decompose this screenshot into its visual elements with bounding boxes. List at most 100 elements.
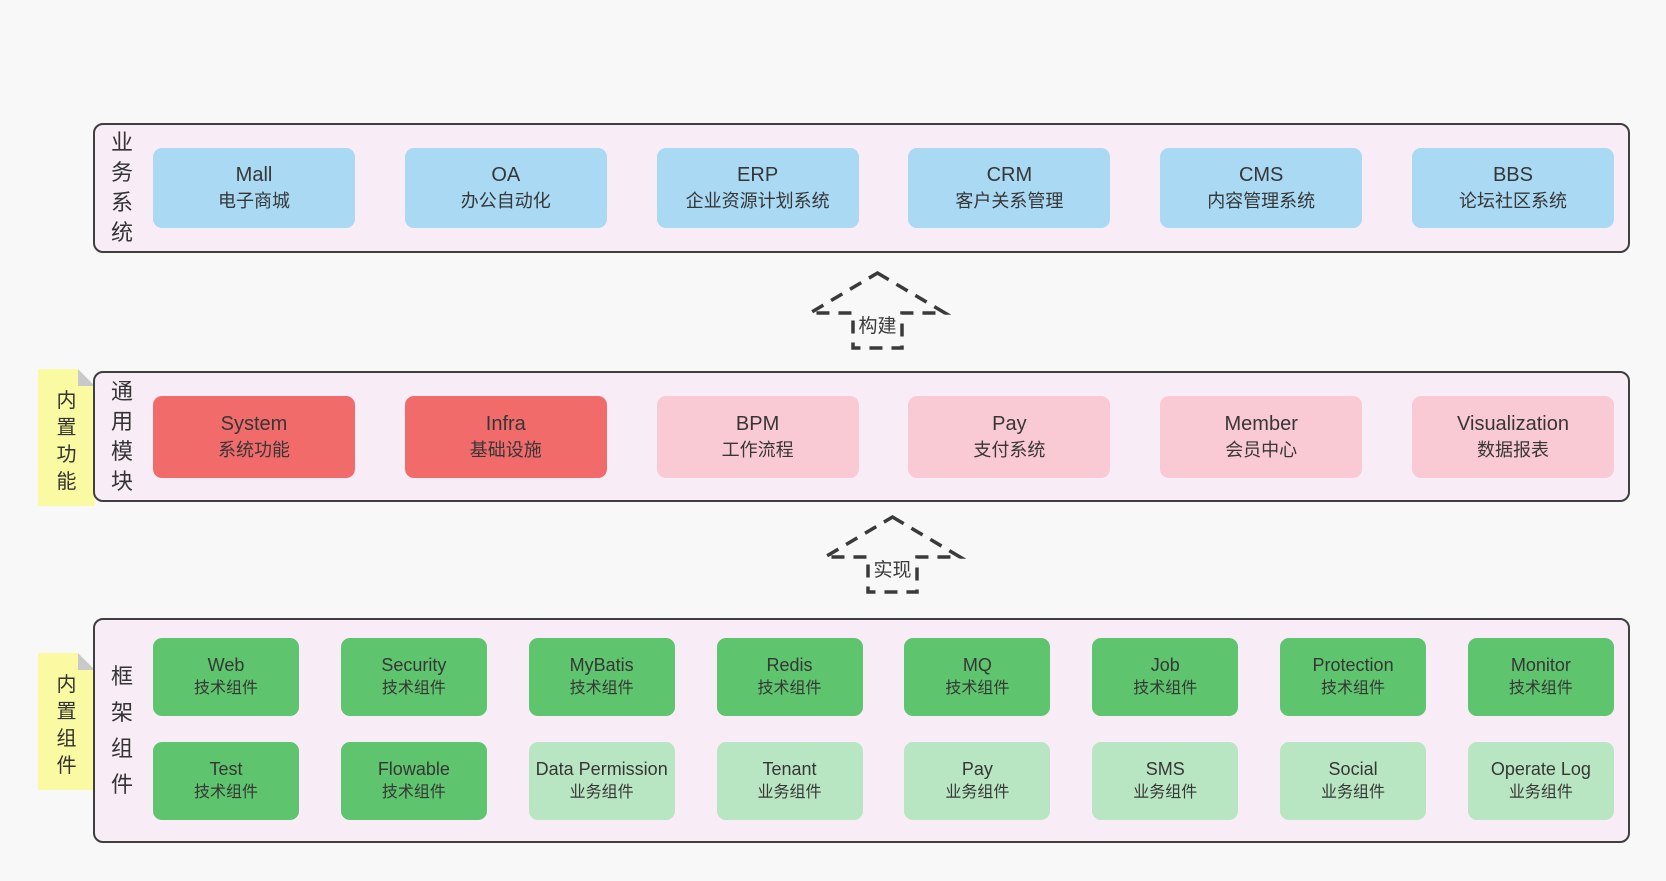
box-subtitle: 论坛社区系统 <box>1458 191 1567 212</box>
box-title: ERP <box>737 164 779 187</box>
box-subtitle: 内容管理系统 <box>1207 191 1316 212</box>
box-mybatis: MyBatis 技术组件 <box>528 638 675 716</box>
box-subtitle: 技术组件 <box>193 784 258 802</box>
box-subtitle: 技术组件 <box>757 680 822 698</box>
box-title: MQ <box>962 655 992 676</box>
box-subtitle: 企业资源计划系统 <box>685 191 830 212</box>
band-label-business-systems: 业务系统 <box>110 130 133 245</box>
box-subtitle: 业务组件 <box>1133 784 1198 802</box>
box-subtitle: 会员中心 <box>1225 439 1298 460</box>
box-crm: CRM 客户关系管理 <box>908 148 1111 228</box>
box-subtitle: 电子商城 <box>218 191 290 212</box>
box-title: Data Permission <box>535 759 668 780</box>
box-subtitle: 技术组件 <box>381 680 446 698</box>
box-security: Security 技术组件 <box>340 638 487 716</box>
box-title: BPM <box>735 412 780 435</box>
band-business-systems: 业务系统 Mall 电子商城 OA 办公自动化 ERP 企业资源计划系统 CRM 客户关系管理… <box>93 123 1630 253</box>
box-monitor: Monitor 技术组件 <box>1467 638 1614 716</box>
box-subtitle: 系统功能 <box>218 439 290 460</box>
box-social: Social 业务组件 <box>1280 742 1427 820</box>
box-visualization: Visualization 数据报表 <box>1411 395 1614 478</box>
box-title: Infra <box>485 412 526 435</box>
box-web: Web 技术组件 <box>153 638 299 716</box>
box-subtitle: 业务组件 <box>945 784 1010 802</box>
box-pay: Pay 业务组件 <box>904 742 1051 820</box>
box-title: Web <box>207 655 245 676</box>
box-title: Member <box>1224 412 1298 435</box>
box-cms: CMS 内容管理系统 <box>1160 148 1363 228</box>
box-sms: SMS 业务组件 <box>1092 742 1239 820</box>
box-test: Test 技术组件 <box>153 742 299 820</box>
box-title: Visualization <box>1457 412 1569 435</box>
box-subtitle: 业务组件 <box>1508 784 1573 802</box>
box-title: System <box>220 412 288 435</box>
sticky-note-label: 内置组件 <box>56 674 77 777</box>
box-subtitle: 业务组件 <box>1321 784 1386 802</box>
box-title: CMS <box>1238 164 1284 187</box>
box-title: Pay <box>992 412 1027 435</box>
dashed-up-arrow-icon <box>803 270 952 350</box>
box-title: Mall <box>235 164 273 187</box>
box-subtitle: 基础设施 <box>469 439 542 460</box>
box-subtitle: 工作流程 <box>721 439 794 460</box>
business-boxes-row: Mall 电子商城 OA 办公自动化 ERP 企业资源计划系统 CRM 客户关系管理 CMS 内容… <box>153 148 1614 228</box>
box-tenant: Tenant 业务组件 <box>716 742 863 820</box>
band-common-modules: 通用模块 System 系统功能 Infra 基础设施 BPM 工作流程 Pay 支付系统 Me… <box>93 371 1630 502</box>
box-mq: MQ 技术组件 <box>904 638 1051 716</box>
box-subtitle: 办公自动化 <box>460 191 551 212</box>
box-title: Pay <box>961 759 993 780</box>
box-subtitle: 支付系统 <box>973 439 1046 460</box>
box-title: MyBatis <box>569 655 634 676</box>
box-title: Test <box>209 759 243 780</box>
box-erp: ERP 企业资源计划系统 <box>656 148 859 228</box>
box-subtitle: 技术组件 <box>193 680 258 698</box>
box-job: Job 技术组件 <box>1092 638 1239 716</box>
box-operate-log: Operate Log 业务组件 <box>1467 742 1614 820</box>
box-title: Security <box>381 655 447 676</box>
box-subtitle: 技术组件 <box>1133 680 1198 698</box>
implement-arrow: 实现 <box>818 514 967 594</box>
box-bbs: BBS 论坛社区系统 <box>1411 148 1614 228</box>
sticky-note-built-in-features: 内置功能 <box>38 369 95 506</box>
box-title: Tenant <box>762 759 817 780</box>
box-redis: Redis 技术组件 <box>716 638 863 716</box>
box-subtitle: 技术组件 <box>945 680 1010 698</box>
band-label-common-modules: 通用模块 <box>110 378 133 494</box>
band-label-framework-components: 框架组件 <box>110 663 133 797</box>
box-title: Monitor <box>1510 655 1571 676</box>
build-arrow: 构建 <box>803 270 952 350</box>
box-subtitle: 数据报表 <box>1476 439 1549 460</box>
box-title: BBS <box>1492 164 1533 187</box>
dashed-up-arrow-icon <box>818 514 967 594</box>
box-subtitle: 业务组件 <box>757 784 822 802</box>
box-subtitle: 技术组件 <box>381 784 446 802</box>
sticky-note-built-in-components: 内置组件 <box>38 653 95 790</box>
build-arrow-label: 构建 <box>855 310 900 339</box>
box-title: Operate Log <box>1490 759 1591 780</box>
box-subtitle: 技术组件 <box>569 680 634 698</box>
box-member: Member 会员中心 <box>1160 395 1363 478</box>
box-title: OA <box>491 164 521 187</box>
box-title: Redis <box>766 655 813 676</box>
implement-arrow-label: 实现 <box>870 554 915 583</box>
box-bpm: BPM 工作流程 <box>656 395 859 478</box>
box-flowable: Flowable 技术组件 <box>340 742 487 820</box>
box-pay: Pay 支付系统 <box>908 395 1111 478</box>
box-title: Job <box>1150 655 1180 676</box>
box-oa: OA 办公自动化 <box>404 148 607 228</box>
modules-boxes-row: System 系统功能 Infra 基础设施 BPM 工作流程 Pay 支付系统 Member 会… <box>153 395 1614 478</box>
box-subtitle: 技术组件 <box>1508 680 1573 698</box>
box-subtitle: 客户关系管理 <box>955 191 1064 212</box>
box-title: SMS <box>1145 759 1185 780</box>
box-system: System 系统功能 <box>153 395 355 478</box>
box-subtitle: 技术组件 <box>1321 680 1386 698</box>
box-title: CRM <box>986 164 1033 187</box>
box-title: Social <box>1328 759 1378 780</box>
box-infra: Infra 基础设施 <box>404 395 607 478</box>
box-title: Flowable <box>377 759 450 780</box>
